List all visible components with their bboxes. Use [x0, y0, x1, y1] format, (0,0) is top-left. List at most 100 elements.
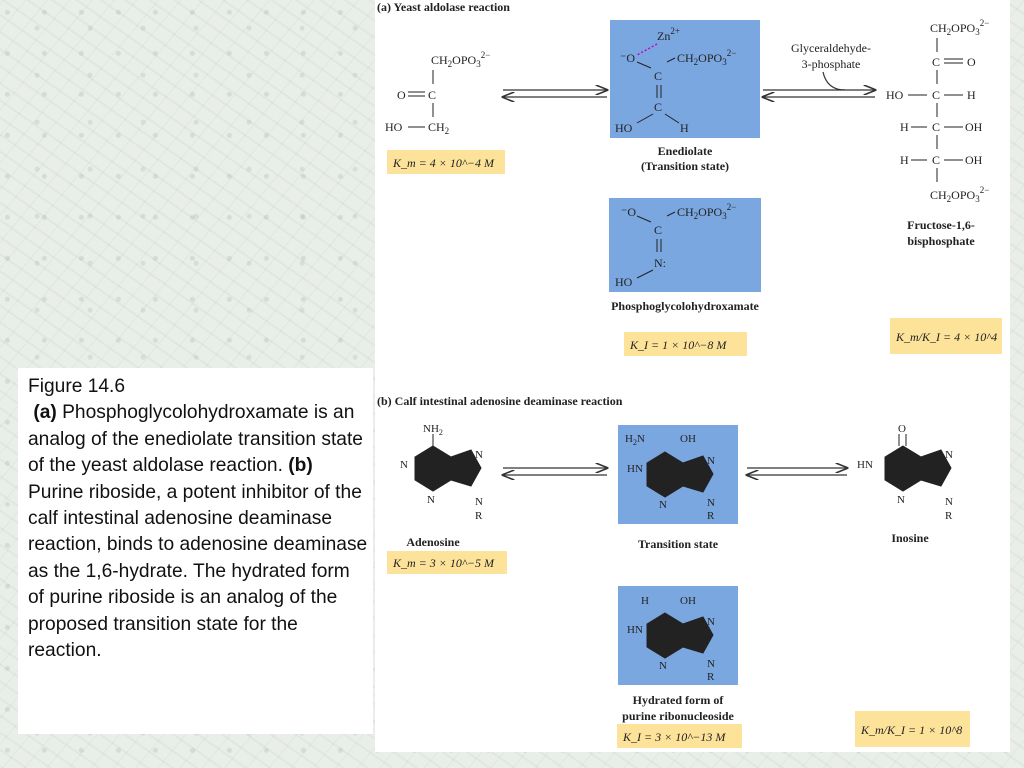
equilibrium-arrow [503, 468, 607, 475]
svg-text:CH2: CH2 [428, 120, 449, 136]
ratio-a: K_m/K_I = 4 × 10^4 [895, 330, 997, 344]
svg-text:N: N [945, 449, 953, 461]
adenosine-km: K_m = 3 × 10^−5 M [392, 556, 495, 570]
hydrated-label-2: purine ribonucleoside [622, 709, 734, 723]
dhap-km-box [387, 150, 505, 174]
pgh-ki-box [624, 332, 747, 356]
svg-text:R: R [475, 510, 483, 522]
svg-text:O: O [898, 423, 906, 435]
caption-part-a-text: Phosphoglycolohydroxamate is an analog o… [28, 402, 363, 477]
ratio-a-box [890, 318, 1002, 354]
dhap-km: K_m = 4 × 10^−4 M [392, 156, 495, 170]
svg-text:HN: HN [627, 463, 643, 475]
svg-text:⁻O: ⁻O [621, 205, 636, 219]
equilibrium-arrow [503, 90, 607, 97]
equilibrium-arrow [763, 90, 875, 97]
pgh-box [609, 198, 761, 292]
svg-text:N:: N: [654, 256, 666, 270]
reaction-diagram: (a) Yeast aldolase reaction CH2OPO32− O … [377, 0, 1002, 748]
caption-part-a-label: (a) [33, 402, 57, 424]
adenosine-atoms: NH2 N N N N R [400, 423, 483, 522]
pgh-structure: ⁻O CH2OPO32− C N: HO [615, 202, 736, 289]
svg-text:C: C [428, 88, 436, 102]
transition-state-label: (Transition state) [641, 159, 729, 173]
caption-part-b-label: (b) [288, 455, 313, 477]
caption-part-b-text: Purine riboside, a potent inhibitor of t… [28, 481, 368, 662]
g3p-curved-arrow [822, 71, 846, 91]
svg-text:HN: HN [857, 459, 873, 471]
equilibrium-arrow [747, 468, 847, 475]
svg-text:H: H [680, 121, 689, 135]
inosine-atoms: O HN N N N R [857, 423, 953, 522]
fbp-label-2: bisphosphate [907, 234, 975, 248]
g3p-label-2: 3-phosphate [802, 57, 861, 71]
svg-text:N: N [427, 494, 435, 506]
svg-text:N: N [707, 455, 715, 467]
svg-text:CH2OPO32−: CH2OPO32− [677, 202, 736, 221]
svg-text:N: N [707, 616, 715, 628]
svg-text:CH2OPO32−: CH2OPO32− [930, 18, 989, 37]
svg-text:N: N [475, 449, 483, 461]
svg-text:H: H [900, 120, 909, 134]
svg-text:H: H [967, 88, 976, 102]
enediolate-label: Enediolate [658, 144, 713, 158]
svg-text:R: R [945, 510, 953, 522]
ts-structure [646, 451, 714, 498]
svg-text:N: N [897, 494, 905, 506]
hydrated-label: Hydrated form of [633, 693, 725, 707]
svg-text:HO: HO [886, 88, 904, 102]
ratio-b-box [855, 711, 970, 747]
caption-body: (a) Phosphoglycolohydroxamate is an anal… [28, 400, 369, 664]
svg-text:OH: OH [680, 595, 696, 607]
g3p-label: Glyceraldehyde- [791, 41, 871, 55]
inosine-structure [884, 434, 952, 492]
svg-text:NH2: NH2 [423, 423, 443, 437]
svg-text:N: N [707, 658, 715, 670]
fbp-label: Fructose-1,6- [907, 218, 975, 232]
svg-text:HO: HO [385, 120, 403, 134]
svg-text:H: H [641, 595, 649, 607]
figure-caption: Figure 14.6 (a) Phosphoglycolohydroxamat… [18, 368, 373, 734]
svg-text:N: N [707, 497, 715, 509]
svg-text:HO: HO [615, 275, 633, 289]
svg-text:CH2OPO32−: CH2OPO32− [431, 50, 490, 69]
svg-text:H2N: H2N [625, 433, 645, 447]
fbp-structure: CH2OPO32− C O HO C H H C OH H C OH CH2OP… [886, 18, 989, 204]
adenosine-structure [414, 434, 482, 492]
svg-text:C: C [932, 153, 940, 167]
svg-text:C: C [932, 120, 940, 134]
svg-text:C: C [654, 100, 662, 114]
svg-text:C: C [932, 88, 940, 102]
enediolate-structure: Zn2+ ⁻O CH2OPO32− C C HO H [615, 26, 736, 135]
ratio-b: K_m/K_I = 1 × 10^8 [860, 723, 962, 737]
svg-text:N: N [659, 499, 667, 511]
figure-label: Figure 14.6 [28, 376, 126, 397]
panel-a-title: (a) Yeast aldolase reaction [377, 0, 510, 14]
svg-text:⁻O: ⁻O [620, 51, 635, 65]
svg-text:H: H [900, 153, 909, 167]
ts-label: Transition state [638, 537, 719, 551]
ts-atoms: H2N OH HN N N N R [625, 433, 715, 522]
svg-text:N: N [659, 660, 667, 672]
svg-text:C: C [654, 223, 662, 237]
svg-text:R: R [707, 671, 715, 683]
figure-panel: (a) Yeast aldolase reaction CH2OPO32− O … [375, 0, 1010, 752]
pgh-ki: K_I = 1 × 10^−8 M [629, 338, 727, 352]
svg-text:CH2OPO32−: CH2OPO32− [930, 185, 989, 204]
panel-b-title: (b) Calf intestinal adenosine deaminase … [377, 394, 623, 408]
hydrated-ki: K_I = 3 × 10^−13 M [622, 730, 726, 744]
svg-text:C: C [654, 69, 662, 83]
hydrated-atoms: H OH HN N N N R [627, 595, 715, 683]
svg-text:C: C [932, 55, 940, 69]
svg-text:CH2OPO32−: CH2OPO32− [677, 48, 736, 67]
svg-text:HO: HO [615, 121, 633, 135]
svg-text:O: O [967, 55, 976, 69]
hydrated-ki-box [617, 724, 742, 748]
adenosine-km-box [387, 551, 507, 574]
svg-text:N: N [400, 459, 408, 471]
svg-text:N: N [945, 496, 953, 508]
svg-text:R: R [707, 510, 715, 522]
hydrated-structure [646, 612, 714, 659]
inosine-label: Inosine [891, 531, 929, 545]
svg-text:OH: OH [965, 120, 983, 134]
